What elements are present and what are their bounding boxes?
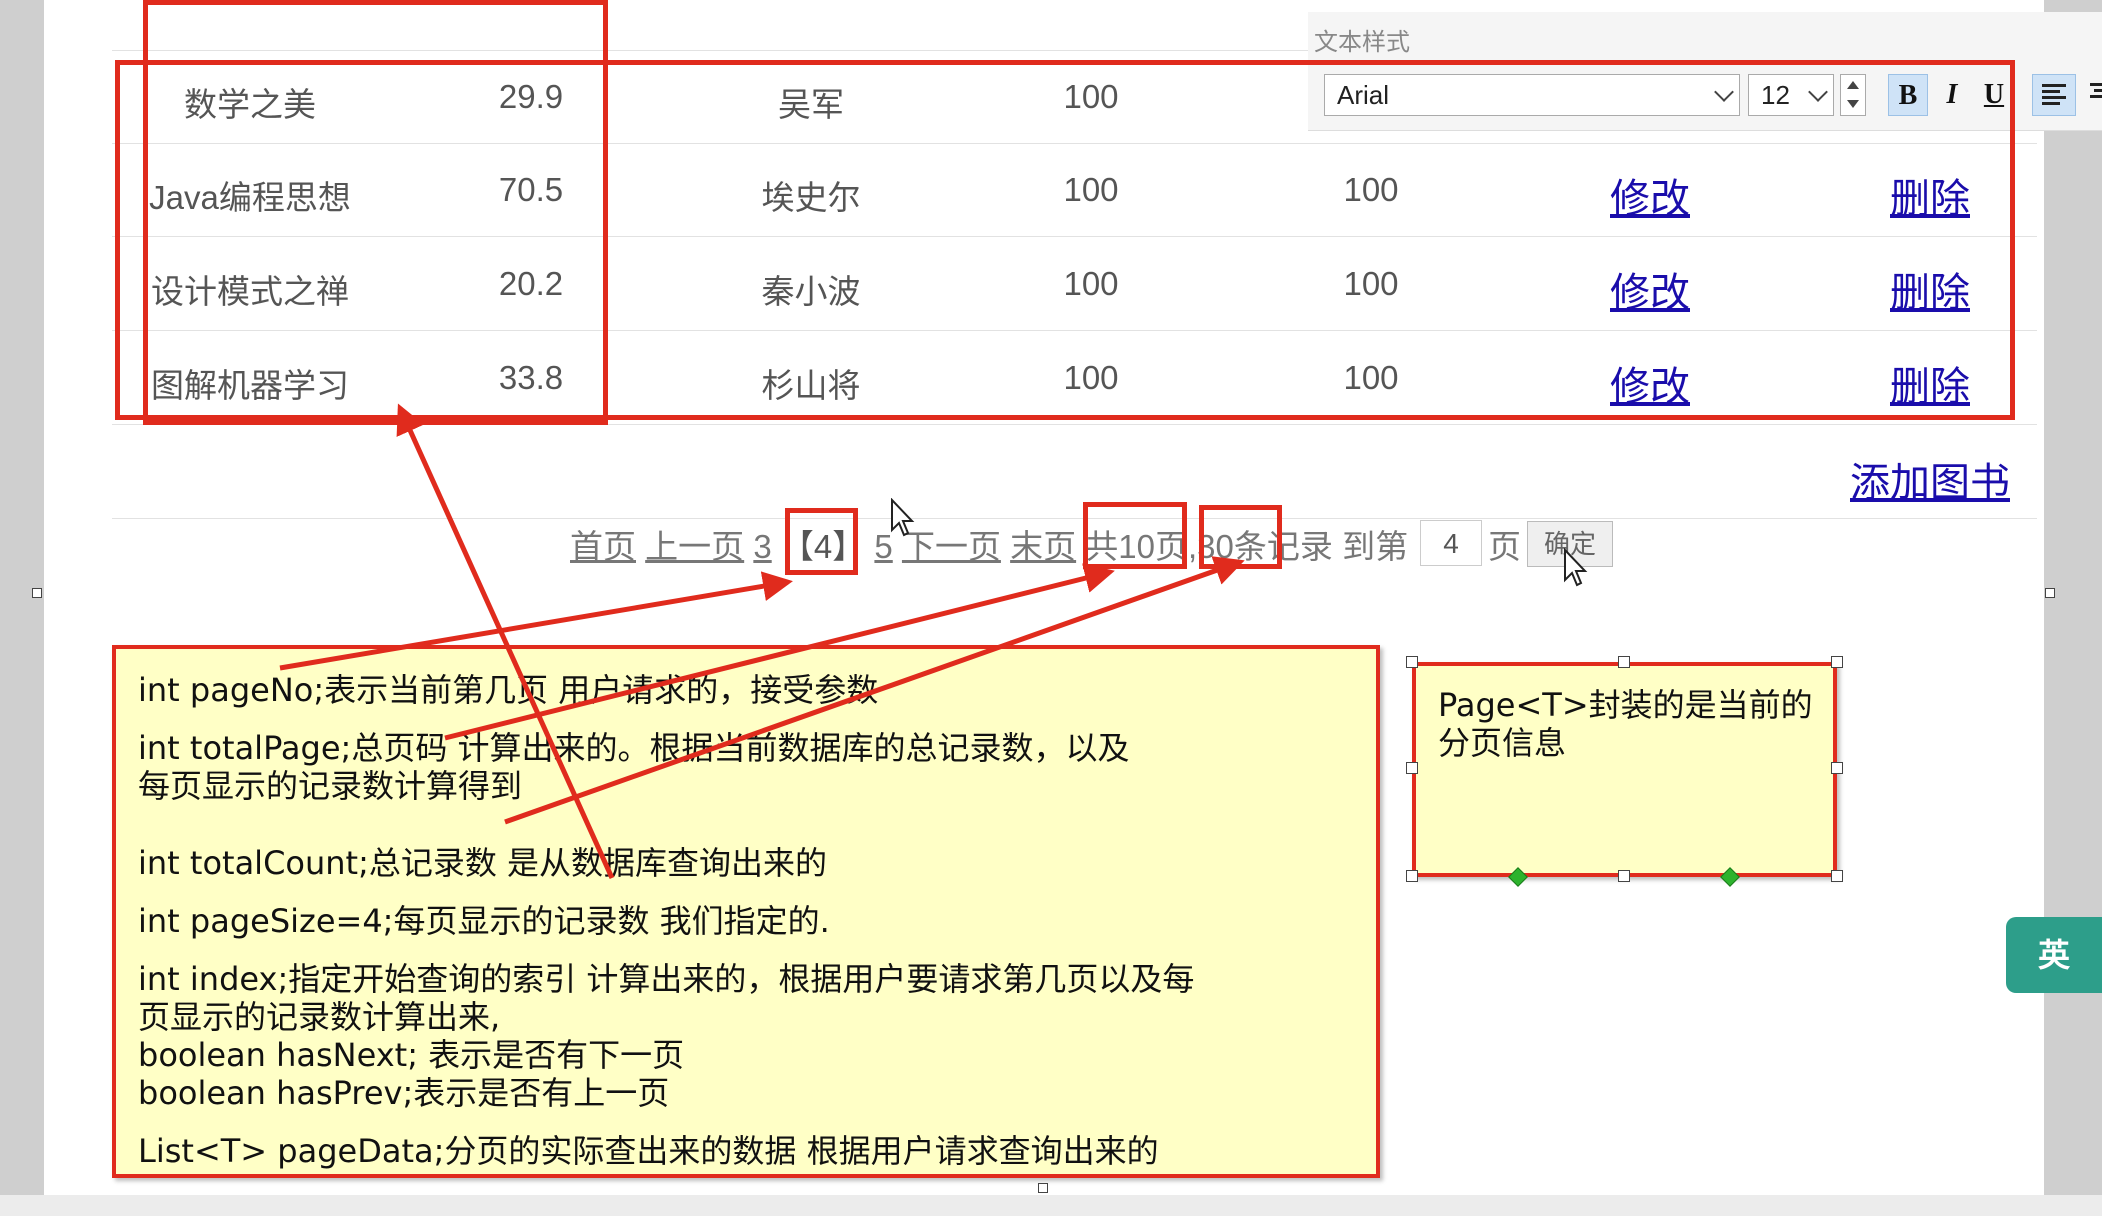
table-cell-sales: 100 [1343,265,1399,302]
note-line: int totalPage;总页码 计算出来的。根据当前数据库的总记录数，以及 [138,729,1130,767]
table-header-line [112,50,2037,51]
table-cell-name: 设计模式之禅 [151,273,349,310]
delete-link[interactable]: 删除 [1890,365,1970,409]
italic-button[interactable]: I [1946,79,1958,110]
note-line: 每页显示的记录数计算得到 [138,767,523,805]
canvas-handle[interactable] [32,588,42,598]
canvas-handle[interactable] [1038,1183,1048,1193]
table-cell-name: 数学之美 [184,86,316,123]
table-cell-price: 33.8 [498,359,564,396]
delete-link[interactable]: 删除 [1890,271,1970,315]
resize-handle[interactable] [1831,762,1843,774]
table-cell-stock: 100 [1063,359,1119,396]
align-center-button[interactable] [2086,74,2102,116]
pagination-fields-note: int pageNo;表示当前第几页 用户请求的，接受参数 int totalP… [112,645,1380,1178]
note-line: int index;指定开始查询的索引 计算出来的，根据用户要请求第几页以及每 [138,960,1195,998]
mouse-cursor-icon [1564,548,1588,587]
note-line: int pageSize=4;每页显示的记录数 我们指定的. [138,902,830,940]
first-page-link[interactable]: 首页 [570,528,636,565]
table-cell-price: 29.9 [498,78,564,115]
row-divider [112,330,2037,331]
font-family-value: Arial [1337,80,1390,110]
page-3-link[interactable]: 3 [753,528,772,565]
prev-page-link[interactable]: 上一页 [645,528,745,565]
add-book-link[interactable]: 添加图书 [1850,461,2010,505]
table-cell-sales: 100 [1343,171,1399,208]
table-cell-price: 20.2 [498,265,564,302]
font-size-stepper[interactable] [1840,74,1866,116]
underline-button[interactable]: U [1983,79,2005,110]
font-size-value: 12 [1761,80,1790,110]
row-divider [112,424,2037,425]
next-page-link[interactable]: 下一页 [901,528,1001,565]
font-size-select[interactable]: 12 [1748,74,1834,116]
pager-separator: , [1188,528,1198,565]
resize-handle[interactable] [1618,870,1630,882]
note-line: Page<T>封装的是当前的 [1438,686,1813,724]
table-cell-price: 70.5 [498,171,564,208]
align-left-button[interactable] [2032,74,2076,116]
resize-handle[interactable] [1406,870,1418,882]
resize-handle[interactable] [1406,656,1418,668]
row-divider [112,236,2037,237]
page-5-link[interactable]: 5 [874,528,893,565]
total-pages: 共10页 [1085,528,1188,565]
bold-button[interactable]: B [1888,74,1928,116]
table-cell-author: 吴军 [778,86,844,123]
note-line: boolean hasPrev;表示是否有上一页 [138,1074,670,1112]
name-price-column-highlight [143,0,608,425]
align-center-icon [2090,83,2102,98]
resize-handle[interactable] [1618,656,1630,668]
mouse-cursor-icon [891,498,915,537]
resize-handle[interactable] [1406,762,1418,774]
resize-handle[interactable] [1831,870,1843,882]
note-line: 分页信息 [1438,724,1567,762]
goto-suffix: 页 [1488,528,1521,565]
table-cell-name: Java编程思想 [149,179,351,216]
pager: 首页 上一页 3 【4】 5 下一页 末页 共10页,30条记录 到第 [570,520,1408,566]
table-cell-stock: 100 [1063,78,1119,115]
edit-link[interactable]: 修改 [1610,271,1690,315]
arrow-pageno [279,571,793,671]
edit-link[interactable]: 修改 [1610,365,1690,409]
total-pages-highlight [1083,502,1187,569]
table-cell-author: 秦小波 [761,273,861,310]
note-line: List<T> pageData;分页的实际查出来的数据 根据用户请求查询出来的 [138,1132,1159,1170]
note-line: 页显示的记录数计算出来, [138,998,501,1036]
stepper-down-icon[interactable] [1847,100,1859,108]
goto-page-input[interactable]: 4 [1420,520,1482,566]
page-class-note[interactable]: Page<T>封装的是当前的 分页信息 [1412,662,1837,877]
table-cell-stock: 100 [1063,265,1119,302]
current-page: 【4】 [780,528,866,565]
current-page-highlight [785,508,858,575]
table-cell-sales: 100 [1343,359,1399,396]
canvas-handle[interactable] [2045,588,2055,598]
resize-handle[interactable] [1831,656,1843,668]
note-line: int totalCount;总记录数 是从数据库查询出来的 [138,844,828,882]
data-rows-highlight [115,60,2015,420]
toolbar-title: 文本样式 [1314,29,1410,56]
row-divider [112,143,2037,144]
table-cell-author: 埃史尔 [761,179,861,216]
table-cell-author: 杉山将 [761,367,861,404]
arrow-totalpage [444,563,1115,741]
font-family-select[interactable]: Arial [1324,74,1740,116]
row-divider [112,518,2037,519]
delete-link[interactable]: 删除 [1890,177,1970,221]
arrow-pagesize [396,403,615,880]
ime-language-indicator[interactable]: 英 [2006,917,2102,993]
align-left-icon [2042,84,2066,105]
edit-link[interactable]: 修改 [1610,177,1690,221]
stepper-up-icon[interactable] [1847,81,1859,89]
last-page-link[interactable]: 末页 [1010,528,1077,565]
arrow-totalcount [504,556,1245,825]
bottom-strip [0,1195,2102,1216]
note-line: int pageNo;表示当前第几页 用户请求的，接受参数 [138,671,879,709]
goto-prefix: 到第 [1342,528,1409,565]
note-line: boolean hasNext; 表示是否有下一页 [138,1036,685,1074]
table-cell-stock: 100 [1063,171,1119,208]
text-style-toolbar: 文本样式 Arial 12 B I U [1308,12,2102,131]
table-cell-name: 图解机器学习 [151,367,349,404]
